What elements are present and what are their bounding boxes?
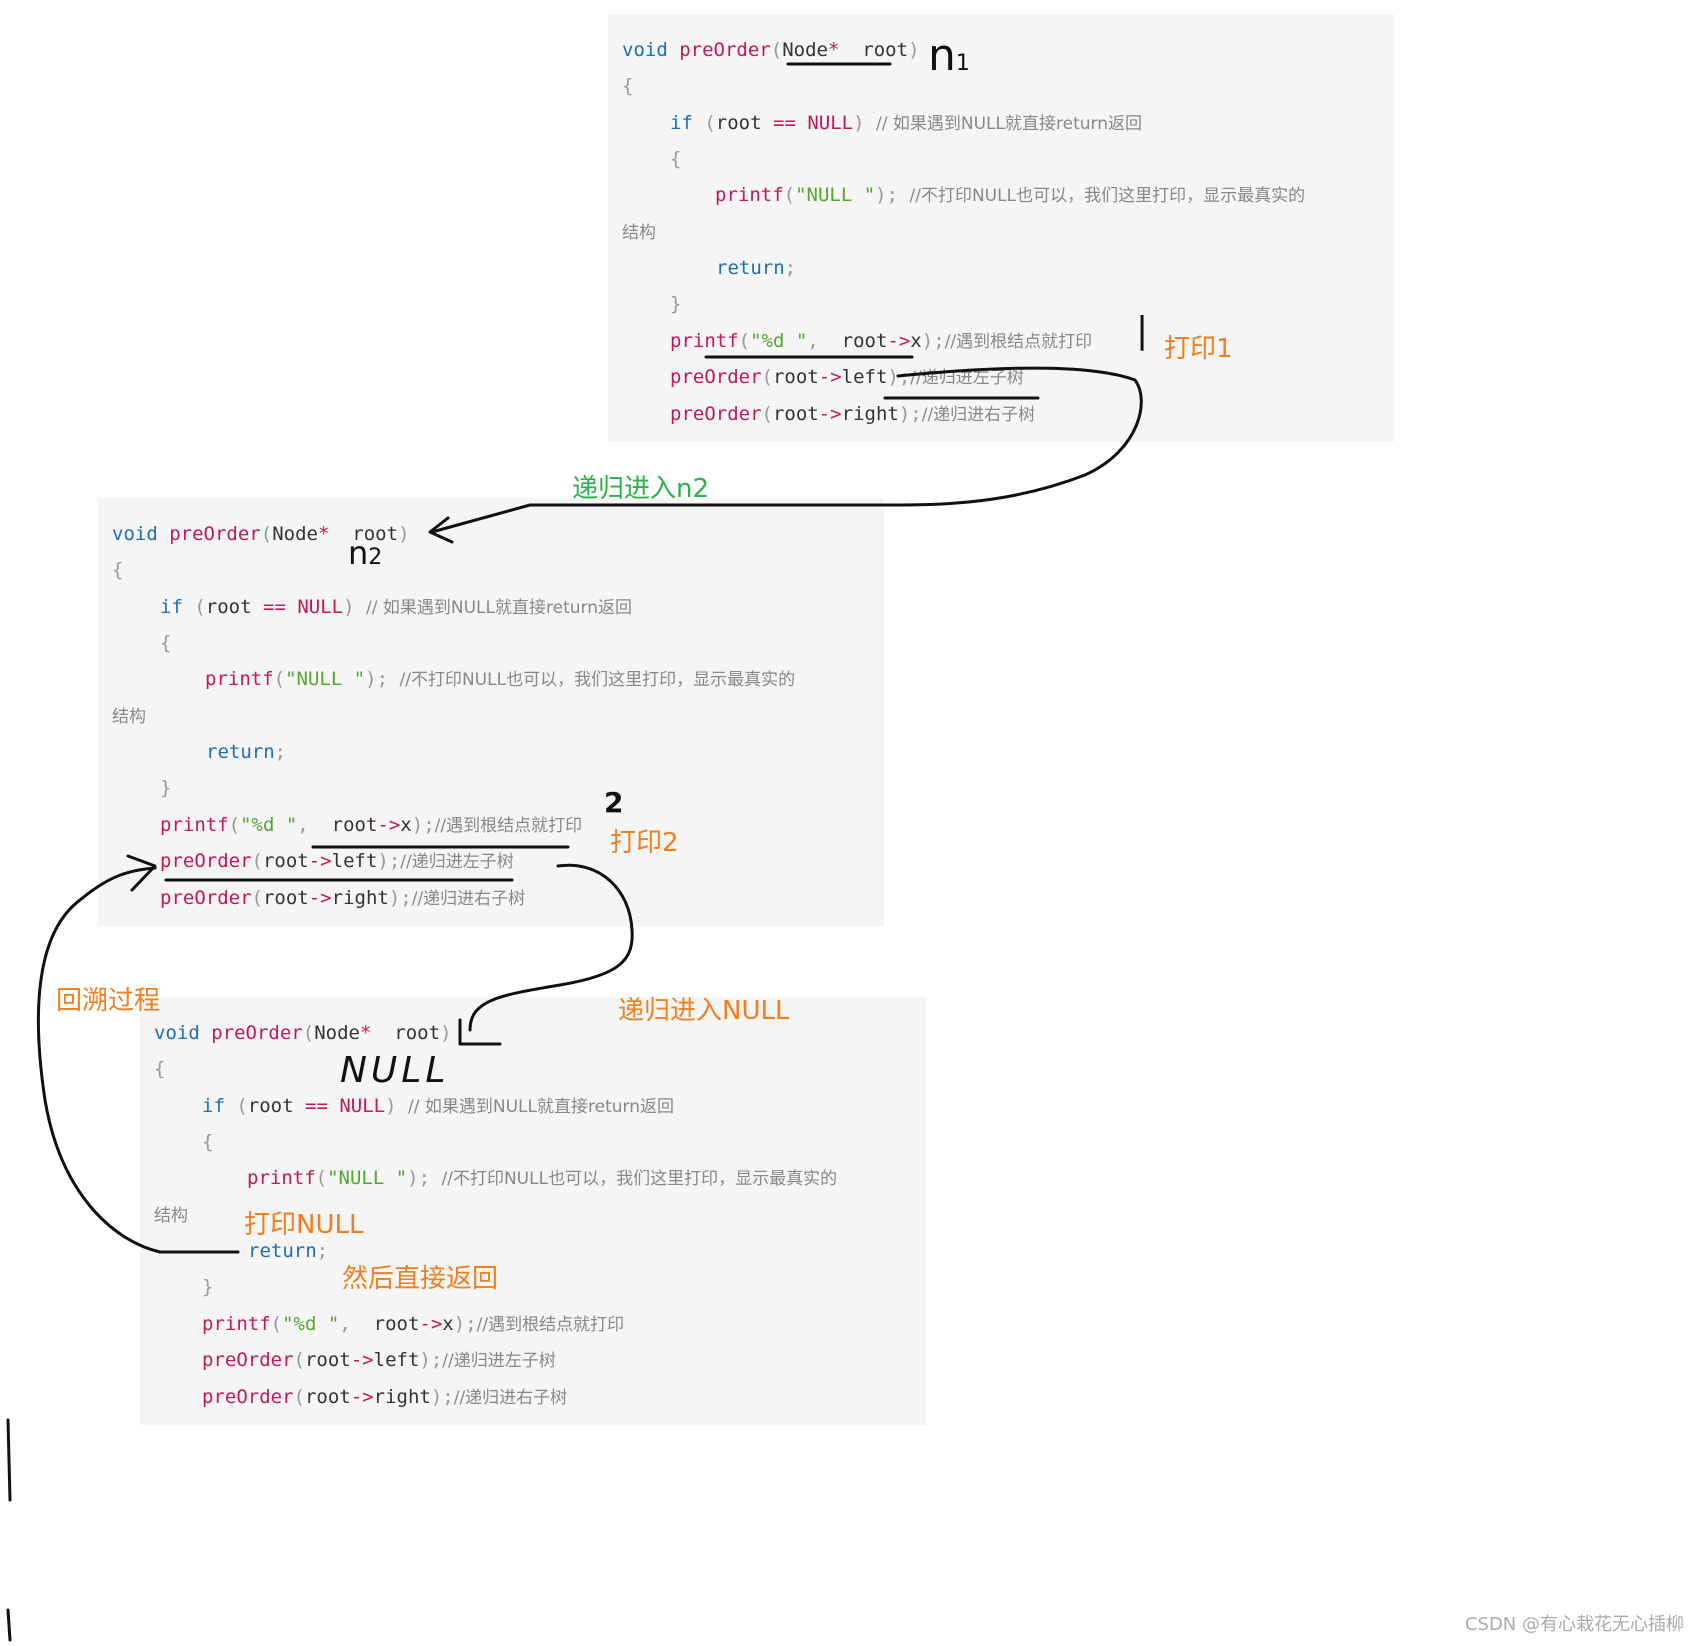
hand-label-n2: n2 — [348, 534, 383, 572]
code-line-printf-x: printf("%d ", root->x);//遇到根结点就打印 — [160, 814, 583, 836]
annotation-print-null: 打印NULL — [244, 1210, 364, 1240]
edge-mark-bottom — [6, 1608, 12, 1642]
annotation-recurse-n2: 递归进入n2 — [572, 474, 710, 504]
code-line-open-brace: { — [154, 1058, 166, 1080]
code-line-return: return; — [716, 257, 797, 279]
annotation-then-return: 然后直接返回 — [342, 1264, 499, 1294]
arrow-backtrack — [36, 866, 240, 1254]
annotation-print2: 打印2 — [610, 828, 679, 858]
code-line-preorder-left: preOrder(root->left);//递归进左子树 — [202, 1349, 556, 1371]
code-line-if-brace: { — [202, 1131, 214, 1153]
arrow-recurse-n2 — [430, 366, 1143, 534]
code-line-struct: 结构 — [154, 1206, 188, 1226]
bracket-null — [458, 1018, 502, 1046]
code-block-n2: void preOrder(Node* root) { if (root == … — [98, 498, 884, 926]
code-line-if: if (root == NULL) // 如果遇到NULL就直接return返回 — [670, 112, 1142, 134]
code-line-signature: void preOrder(Node* root) — [622, 39, 920, 61]
edge-mark-top — [6, 1418, 12, 1502]
code-line-struct: 结构 — [622, 223, 656, 243]
code-block-n1: void preOrder(Node* root) { if (root == … — [608, 14, 1394, 442]
hand-label-n1: n1 — [928, 30, 970, 81]
arrow-recurse-null — [468, 863, 634, 1032]
annotation-recurse-null: 递归进入NULL — [618, 996, 790, 1026]
code-line-printf-x: printf("%d ", root->x);//遇到根结点就打印 — [202, 1313, 625, 1335]
code-line-if-close: } — [670, 293, 682, 315]
annotation-print1: 打印1 — [1164, 334, 1233, 364]
code-line-if-close: } — [202, 1276, 214, 1298]
code-line-preorder-right: preOrder(root->right);//递归进右子树 — [160, 887, 526, 909]
code-line-return: return; — [206, 741, 287, 763]
code-line-if-brace: { — [670, 148, 682, 170]
code-line-preorder-right: preOrder(root->right);//递归进右子树 — [670, 403, 1036, 425]
code-line-return: return; — [248, 1240, 329, 1262]
code-line-if: if (root == NULL) // 如果遇到NULL就直接return返回 — [160, 596, 632, 618]
code-line-signature: void preOrder(Node* root) — [112, 523, 410, 545]
hand-mark-2: 2 — [604, 786, 624, 819]
hand-label-null: NULL — [340, 1050, 450, 1091]
code-line-open-brace: { — [112, 559, 124, 581]
code-line-signature: void preOrder(Node* root) — [154, 1022, 452, 1044]
code-block-null: void preOrder(Node* root) { if (root == … — [140, 997, 926, 1425]
code-line-open-brace: { — [622, 75, 634, 97]
code-line-struct: 结构 — [112, 707, 146, 727]
arrow-head-n2 — [428, 516, 454, 544]
code-line-printf-null: printf("NULL "); //不打印NULL也可以，我们这里打印，显示最… — [715, 184, 1306, 206]
code-line-preorder-right: preOrder(root->right);//递归进右子树 — [202, 1386, 568, 1408]
code-line-if-close: } — [160, 777, 172, 799]
annotation-backtrack: 回溯过程 — [56, 986, 161, 1016]
code-line-if: if (root == NULL) // 如果遇到NULL就直接return返回 — [202, 1095, 674, 1117]
watermark: CSDN @有心栽花无心插柳 — [1464, 1614, 1684, 1635]
arrow-head-backtrack — [126, 854, 157, 892]
code-line-printf-null: printf("NULL "); //不打印NULL也可以，我们这里打印，显示最… — [247, 1167, 838, 1189]
hand-mark-1: | — [1136, 310, 1149, 351]
code-line-preorder-left: preOrder(root->left);//递归进左子树 — [160, 850, 514, 872]
code-line-printf-null: printf("NULL "); //不打印NULL也可以，我们这里打印，显示最… — [205, 668, 796, 690]
code-line-if-brace: { — [160, 632, 172, 654]
code-line-printf-x: printf("%d ", root->x);//遇到根结点就打印 — [670, 330, 1093, 352]
